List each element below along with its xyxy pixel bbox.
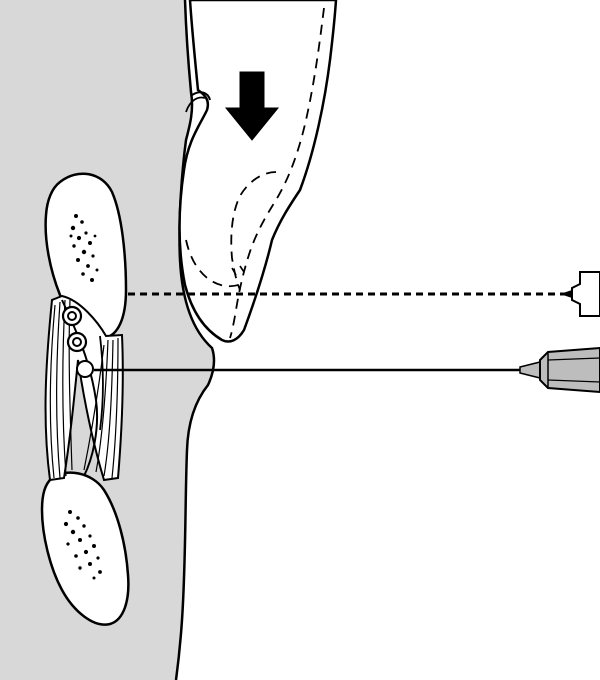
fingertip-detail: [231, 265, 245, 276]
downward-arrow-icon: [224, 71, 280, 141]
vein-icon: [66, 331, 88, 353]
fingertip-dashed: [185, 239, 246, 288]
finger-inner-dashed: [229, 7, 325, 339]
finger-knuckle-line: [191, 91, 211, 101]
needle-tip-cone: [519, 361, 541, 379]
nerve-target-icon: [76, 360, 94, 378]
lower-bone-speckles: [63, 510, 102, 580]
dotted-needle-tip: [560, 290, 572, 298]
artery-icon: [61, 305, 83, 327]
dotted-syringe-hub: [571, 271, 600, 317]
syringe-hub-icon: [539, 346, 600, 394]
upper-bone-speckles: [69, 214, 99, 282]
finger-crease: [185, 96, 206, 113]
vessel-channel-edge: [99, 335, 104, 431]
lower-bone: [40, 471, 130, 626]
muscle-bundle: [44, 294, 124, 482]
skin-line: [174, 0, 216, 680]
finger: [178, 0, 338, 343]
